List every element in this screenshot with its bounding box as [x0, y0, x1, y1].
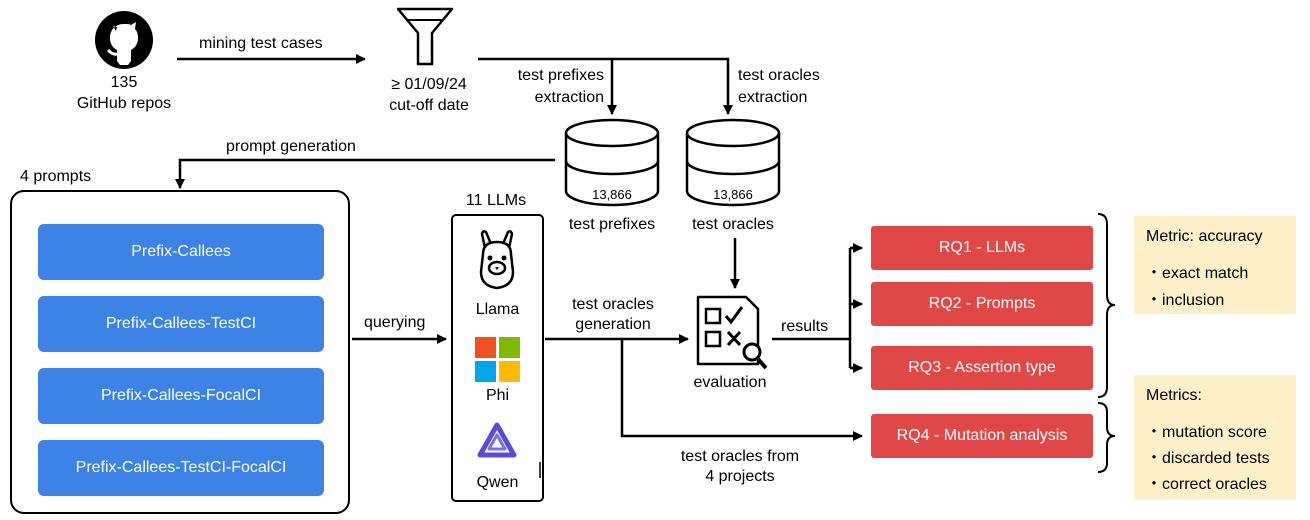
from-projects-line2: 4 projects: [705, 468, 775, 485]
metric-accuracy-item: ・inclusion: [1146, 292, 1225, 309]
github-icon: [95, 11, 153, 69]
oracles-extraction-line1: test oracles: [738, 67, 820, 84]
llm-name-phi: Phi: [485, 387, 510, 404]
prefixes-db-count: 13,866: [592, 187, 632, 202]
prompt-generation-label: prompt generation: [226, 138, 356, 155]
llm-name-qwen: Qwen: [476, 474, 519, 491]
prompt-prefix-callees-focalci: Prefix-Callees-FocalCI: [38, 368, 324, 424]
metric-mutation-item: ・mutation score: [1146, 424, 1267, 441]
metric-accuracy-title: Metric: accuracy: [1146, 228, 1263, 245]
metric-mutation-box: Metrics: ・mutation score ・discarded test…: [1134, 375, 1296, 500]
prompt-prefix-callees-testci-focalci: Prefix-Callees-TestCI-FocalCI: [38, 440, 324, 496]
oracles-db-label: test oracles: [692, 216, 774, 233]
github-count: 135: [110, 74, 138, 91]
prompt-prefix-callees: Prefix-Callees: [38, 224, 324, 280]
metric-mutation-item: ・discarded tests: [1146, 450, 1270, 467]
mining-label: mining test cases: [199, 35, 323, 52]
metric-mutation-item: ・correct oracles: [1146, 476, 1267, 493]
rq1-box: RQ1 - LLMs: [871, 226, 1093, 270]
funnel-icon: [396, 7, 454, 66]
qwen-icon: [477, 422, 517, 458]
cutoff-line2: cut-off date: [389, 97, 469, 114]
prompts-title: 4 prompts: [20, 168, 92, 185]
rq3-box: RQ3 - Assertion type: [871, 346, 1093, 390]
llama-icon: [479, 230, 515, 290]
metric-accuracy-item: ・exact match: [1146, 265, 1249, 282]
llms-title: 11 LLMs: [465, 192, 527, 209]
oracles-extraction-line2: extraction: [738, 89, 808, 106]
prefixes-extraction-line1: test prefixes: [517, 67, 604, 84]
prompt-prefix-callees-testci: Prefix-Callees-TestCI: [38, 296, 324, 352]
generation-label-line2: generation: [575, 316, 651, 333]
from-projects-line1: test oracles from: [680, 448, 800, 465]
brace-bottom: [1097, 402, 1116, 473]
github-label: GitHub repos: [76, 95, 172, 112]
rq4-box: RQ4 - Mutation analysis: [871, 414, 1093, 458]
microsoft-icon: [475, 337, 520, 382]
results-label: results: [781, 318, 829, 335]
cutoff-line1: ≥ 01/09/24: [391, 76, 467, 93]
querying-label: querying: [364, 314, 426, 331]
brace-top: [1097, 213, 1116, 398]
oracles-db-count: 13,866: [713, 187, 753, 202]
database-icon-prefixes: [564, 118, 660, 207]
metric-mutation-title: Metrics:: [1146, 387, 1202, 404]
generation-label-line1: test oracles: [572, 296, 654, 313]
rq2-box: RQ2 - Prompts: [871, 282, 1093, 326]
prompts-panel: [10, 190, 350, 514]
evaluation-label: evaluation: [693, 374, 767, 391]
llms-panel: [451, 214, 544, 502]
metric-accuracy-box: Metric: accuracy ・exact match ・inclusion: [1134, 216, 1296, 314]
llm-name-llama: Llama: [475, 301, 520, 318]
prefixes-db-label: test prefixes: [568, 216, 656, 233]
evaluation-checklist-icon: [696, 295, 768, 370]
prefixes-extraction-line2: extraction: [534, 89, 604, 106]
database-icon-oracles: [685, 118, 781, 207]
